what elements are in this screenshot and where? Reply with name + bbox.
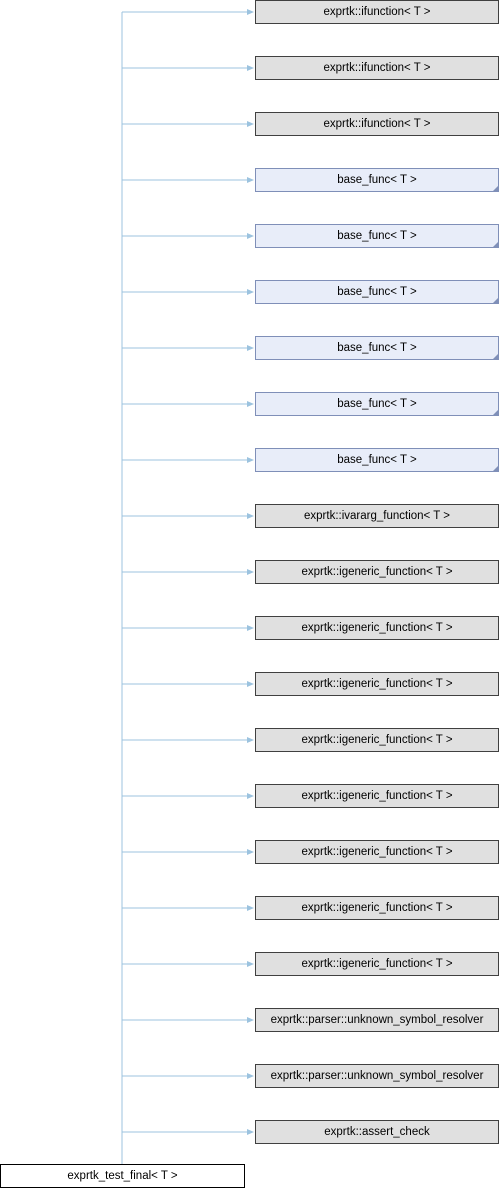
base-class-node[interactable]: exprtk::igeneric_function< T > bbox=[255, 616, 499, 640]
arrowhead-icon bbox=[247, 681, 254, 687]
arrowhead-icon bbox=[247, 849, 254, 855]
arrowhead-icon bbox=[247, 1129, 254, 1135]
base-class-node[interactable]: exprtk::igeneric_function< T > bbox=[255, 840, 499, 864]
arrowhead-icon bbox=[247, 513, 254, 519]
base-class-node[interactable]: exprtk::assert_check bbox=[255, 1120, 499, 1144]
arrowhead-icon bbox=[247, 121, 254, 127]
arrowhead-icon bbox=[247, 905, 254, 911]
derived-class-node: exprtk_test_final< T > bbox=[0, 1164, 245, 1188]
arrowhead-icon bbox=[247, 401, 254, 407]
base-class-node[interactable]: base_func< T > bbox=[255, 448, 499, 472]
base-class-node[interactable]: exprtk::igeneric_function< T > bbox=[255, 784, 499, 808]
base-class-node[interactable]: base_func< T > bbox=[255, 224, 499, 248]
base-class-node[interactable]: exprtk::ifunction< T > bbox=[255, 112, 499, 136]
base-class-node[interactable]: exprtk::ifunction< T > bbox=[255, 56, 499, 80]
base-class-node[interactable]: exprtk::parser::unknown_symbol_resolver bbox=[255, 1064, 499, 1088]
arrowhead-icon bbox=[247, 233, 254, 239]
arrowhead-icon bbox=[247, 65, 254, 71]
arrowhead-icon bbox=[247, 289, 254, 295]
base-class-node[interactable]: base_func< T > bbox=[255, 168, 499, 192]
base-class-node[interactable]: exprtk::igeneric_function< T > bbox=[255, 896, 499, 920]
arrowhead-icon bbox=[247, 569, 254, 575]
base-class-node[interactable]: base_func< T > bbox=[255, 280, 499, 304]
base-class-node[interactable]: exprtk::igeneric_function< T > bbox=[255, 560, 499, 584]
arrowhead-icon bbox=[247, 345, 254, 351]
base-class-node[interactable]: exprtk::igeneric_function< T > bbox=[255, 952, 499, 976]
base-class-node[interactable]: base_func< T > bbox=[255, 336, 499, 360]
base-class-node[interactable]: exprtk::parser::unknown_symbol_resolver bbox=[255, 1008, 499, 1032]
base-class-node[interactable]: exprtk::igeneric_function< T > bbox=[255, 728, 499, 752]
arrowhead-icon bbox=[247, 625, 254, 631]
base-class-node[interactable]: exprtk::ivararg_function< T > bbox=[255, 504, 499, 528]
arrowhead-icon bbox=[247, 961, 254, 967]
arrowhead-icon bbox=[247, 1073, 254, 1079]
arrowhead-icon bbox=[247, 793, 254, 799]
base-class-node[interactable]: base_func< T > bbox=[255, 392, 499, 416]
arrowhead-icon bbox=[247, 737, 254, 743]
arrowhead-icon bbox=[247, 9, 254, 15]
base-class-node[interactable]: exprtk::igeneric_function< T > bbox=[255, 672, 499, 696]
base-class-node[interactable]: exprtk::ifunction< T > bbox=[255, 0, 499, 24]
arrowhead-icon bbox=[247, 177, 254, 183]
arrowhead-icon bbox=[247, 1017, 254, 1023]
arrowhead-icon bbox=[247, 457, 254, 463]
